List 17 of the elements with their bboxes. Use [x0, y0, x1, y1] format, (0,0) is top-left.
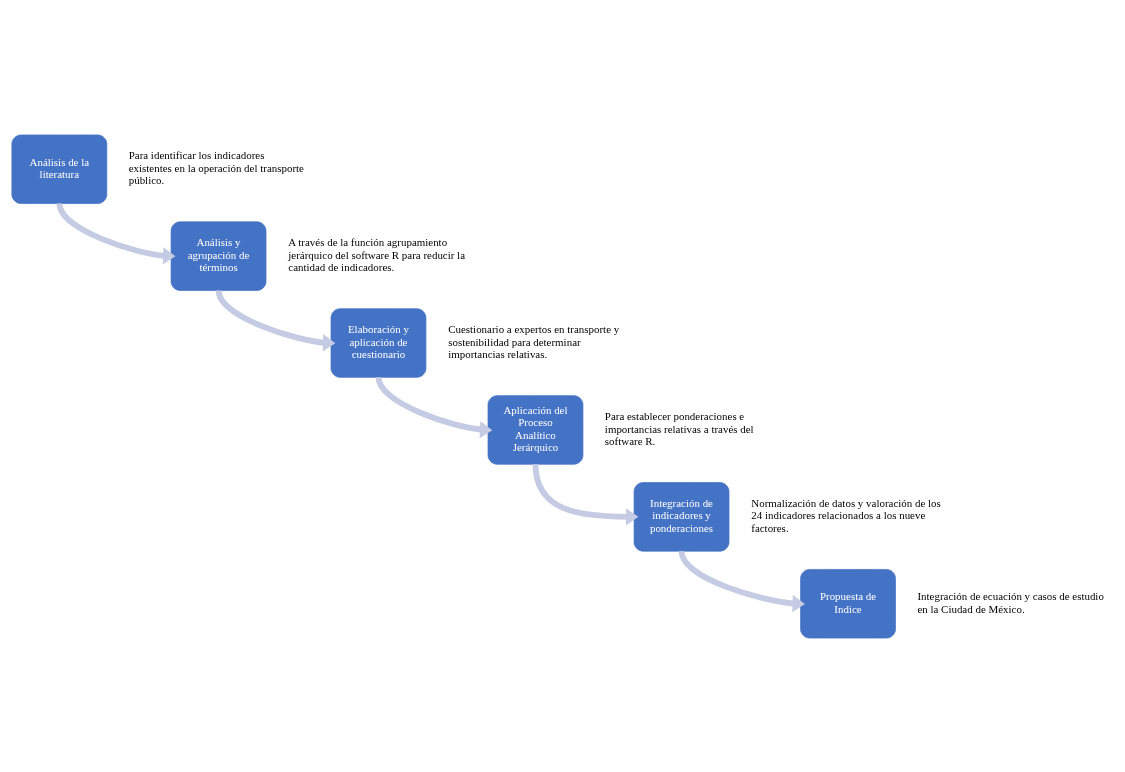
arrow	[375, 376, 493, 438]
node-label: Para identificar los indicadores existentes en la operación del transporte público.	[128, 148, 304, 186]
node-box: Análisis de la literatura	[11, 134, 108, 204]
arrow	[56, 202, 176, 264]
node-box: Elaboración y aplicación de cuestionario	[330, 307, 427, 378]
arrow	[215, 289, 336, 351]
node-box: Propuesta de Indice	[800, 568, 896, 638]
arrow	[532, 463, 639, 525]
node-box: Integración de indicadores y ponderaciones	[633, 481, 730, 552]
node-box: Análisis y agrupación de términos	[170, 220, 267, 291]
node-label: Para establecer ponderaciones e importancias relativas a través del software R.	[604, 409, 754, 447]
node-label: Cuestionario a expertos en transporte y sostenibilidad para determinar importancias relativas.	[448, 322, 620, 360]
arrow	[678, 550, 805, 612]
node-label: Integración de ecuación y casos de estudio en la Ciudad de México.	[917, 589, 1104, 615]
node-label: A través de la función agrupamiento jerárquico del software R para reducir la cantidad de indicadores.	[288, 235, 466, 273]
node-box: Aplicación del Proceso Analítico Jerárquico	[487, 394, 584, 465]
node-label: Normalización de datos y valoración de los 24 indicadores relacionados a los nueve factores.	[751, 496, 941, 534]
